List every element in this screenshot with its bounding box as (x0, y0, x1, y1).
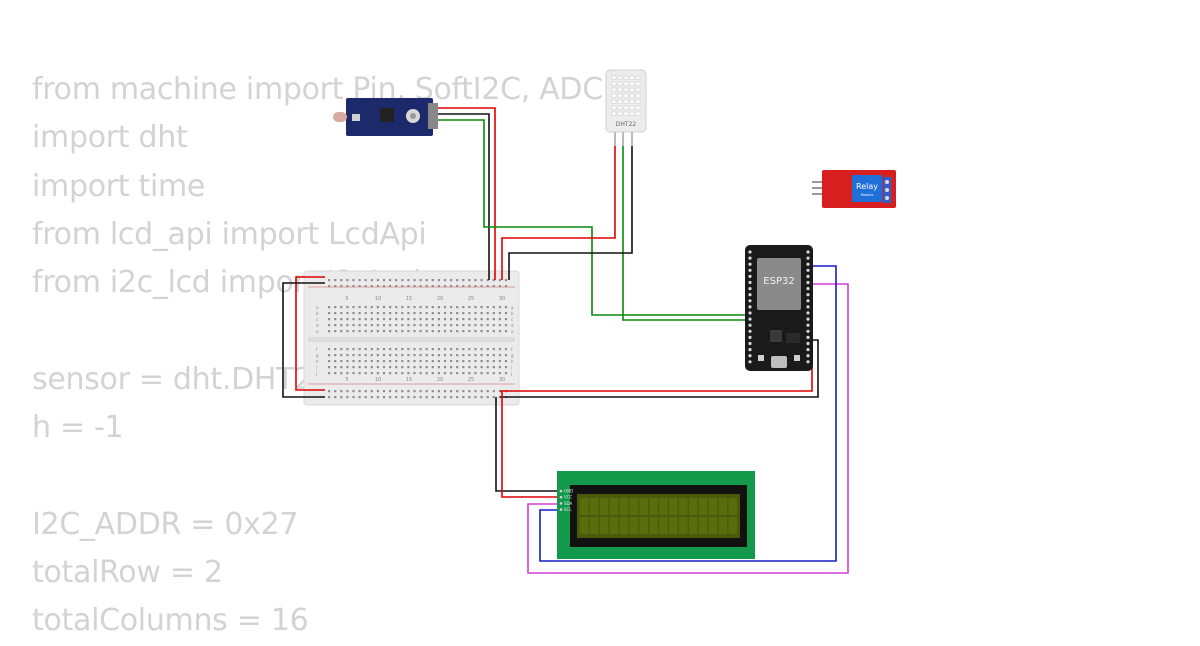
breadboard-row-letter: h (316, 359, 319, 364)
breadboard-holes (328, 279, 508, 399)
code-line: from machine import Pin, SoftI2C, ADC (32, 72, 603, 107)
wire-dht-vcc (501, 145, 616, 280)
code-line: I2C_ADDR = 0x27 (32, 506, 299, 542)
breadboard-row-letter: d (511, 323, 514, 328)
breadboard-row-letter: e (511, 329, 514, 334)
breadboard-row-letter: f (511, 347, 513, 352)
wire-lcd-sda (527, 283, 849, 574)
wire-ldr-signal (432, 119, 750, 316)
breadboard-row-letter: a (511, 305, 514, 310)
breadboard-row-letter: c (511, 317, 513, 322)
breadboard-row-letter: b (511, 311, 514, 316)
relay-sub-label: Module (861, 193, 874, 197)
breadboard-col-number: 20 (437, 296, 443, 302)
breadboard-row-letter: h (511, 359, 514, 364)
dht22-label: DHT22 (616, 121, 637, 128)
code-line: h = -1 (32, 410, 124, 446)
lcd-pin-label: VCC (564, 495, 573, 500)
wire-ldr-vcc (432, 107, 496, 280)
esp32-label: ESP32 (763, 276, 794, 287)
breadboard-col-number: 5 (345, 377, 348, 383)
breadboard-column-numbers: 5 5 10 10 15 15 20 20 25 25 30 30 (345, 296, 505, 383)
relay-module[interactable]: Relay Module (812, 170, 896, 208)
lcd-pin-label: GND (564, 489, 573, 494)
wire-lcd-scl (539, 265, 837, 562)
breadboard-row-letter: j (510, 371, 512, 376)
breadboard-row-letter: b (316, 311, 319, 316)
relay-label: Relay (856, 182, 878, 191)
code-line: import time (32, 168, 206, 204)
breadboard-row-letter: g (316, 353, 319, 358)
breadboard-col-number: 15 (406, 377, 412, 383)
code-line: from lcd_api import LcdApi (32, 216, 427, 252)
breadboard-row-letter: a (316, 305, 319, 310)
breadboard-col-number: 15 (406, 296, 412, 302)
lcd-pin-label: SDA (564, 501, 573, 506)
code-line: import dht (32, 120, 188, 156)
breadboard-col-number: 30 (499, 296, 505, 302)
wire-bb-left-black (282, 282, 325, 398)
breadboard-row-letter: i (316, 365, 317, 370)
breadboard-col-number: 10 (375, 377, 381, 383)
breadboard-row-letter: e (316, 329, 319, 334)
breadboard-row-letter: j (315, 371, 317, 376)
breadboard-col-number: 5 (345, 296, 348, 302)
wire-lcd-vcc (501, 391, 560, 498)
breadboard-col-number: 10 (375, 296, 381, 302)
esp32-pins (748, 250, 810, 364)
breadboard-col-number: 25 (468, 377, 474, 383)
breadboard-col-number: 20 (437, 377, 443, 383)
lcd-pin-label: SCL (564, 507, 572, 512)
breadboard-col-number: 25 (468, 296, 474, 302)
code-background: from machine import Pin, SoftI2C, ADC im… (32, 66, 603, 646)
code-line: totalRow = 2 (32, 554, 223, 590)
breadboard-col-number: 30 (499, 377, 505, 383)
breadboard-row-letter: c (316, 317, 318, 322)
lcd-character-cells (580, 498, 738, 534)
dht22-sensor[interactable]: DHT22 (605, 69, 647, 146)
esp32-board[interactable]: ESP32 (745, 245, 813, 371)
breadboard-row-letter: i (511, 365, 512, 370)
breadboard-row-letter: g (511, 353, 514, 358)
breadboard-row-letter: f (316, 347, 318, 352)
wire-lcd-gnd (495, 397, 560, 492)
wire-dht-gnd (508, 145, 633, 280)
wire-bb-left-red (295, 276, 325, 391)
wire-dht-data (622, 145, 750, 321)
ldr-sensor-module[interactable] (333, 98, 438, 136)
breadboard-row-letter: d (316, 323, 319, 328)
wire-ldr-gnd (432, 113, 490, 280)
